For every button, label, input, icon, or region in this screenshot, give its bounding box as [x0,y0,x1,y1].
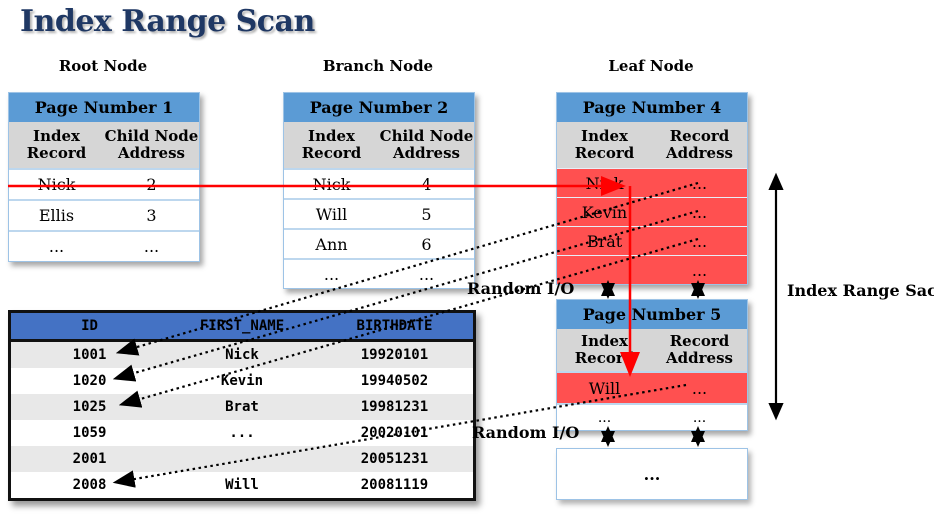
address-cell: ... [143,237,160,256]
index-row: Ann 6 [284,228,474,258]
address-column-header: Child Node Address [379,126,474,162]
address-column-header: Record Address [666,126,733,162]
index-record-cell: Kevin [581,202,628,222]
heap-table-row: 2001 20051231 [11,446,473,472]
address-column-header: Record Address [666,331,733,367]
address-cell: 2 [146,175,157,194]
address-cell: ... [691,260,708,280]
heap-table-row: 2008 Will 20081119 [11,472,473,498]
heap-table-header-row: ID FIRST_NAME BIRTHDATE [11,313,473,342]
heap-cell: Brat [225,399,259,415]
heap-cell: Nick [225,347,259,363]
heap-table-row: 1001 Nick 19920101 [11,342,473,368]
root-node-label: Root Node [58,57,148,75]
heap-column-header: BIRTHDATE [356,318,433,334]
page-table-column-header: Index Record Child Node Address [284,122,474,168]
address-cell: 4 [421,174,432,194]
heap-cell: 1025 [72,399,107,415]
index-row: Nick 4 [284,168,474,198]
address-cell: ... [691,378,708,398]
branch-node-label: Branch Node [322,57,434,75]
address-cell: ... [691,173,708,193]
index-record-cell: Nick [312,174,351,194]
index-record-cell: Ann [315,234,348,254]
address-cell: 5 [421,204,432,224]
index-row: Will... [557,371,747,403]
index-record-cell: Will [588,378,621,398]
index-row: Kevin... [557,197,747,226]
index-row: Ellis 3 [9,199,199,230]
page-title: Index Range Scan [20,4,315,39]
heap-cell: 19940502 [360,373,429,389]
index-row: ...... [557,403,747,430]
address-cell: ... [692,409,707,426]
random-io-label-bottom: Random I/O [472,423,580,442]
address-cell: ... [418,264,435,284]
address-cell: ... [691,231,708,251]
index-record-column-header: Index Record [301,126,362,162]
index-record-cell: Nick [37,175,76,194]
index-record-cell: ... [323,264,340,284]
address-cell: 6 [421,234,432,254]
heap-cell: 1059 [72,425,107,441]
heap-cell: 20081119 [360,477,429,493]
page-table-column-header: Index Record Record Address [557,122,747,168]
heap-cell: 20020101 [360,425,429,441]
page-table-title: Page Number 5 [557,300,747,329]
index-record-cell: Nick [585,173,624,193]
branch-node-table: Page Number 2 Index Record Child Node Addr… [283,92,475,289]
index-record-cell: Brat [586,231,623,251]
next-leaf-placeholder-box: ... [556,448,748,500]
heap-cell: 1020 [72,373,107,389]
address-cell: 3 [146,206,157,225]
heap-column-header: ID [81,318,98,334]
index-record-cell: Will [315,204,348,224]
index-row: ... [557,255,747,284]
heap-cell: Kevin [220,373,264,389]
index-row: Brat... [557,226,747,255]
index-row: Nick... [557,168,747,197]
index-row: Will 5 [284,198,474,228]
heap-cell: 19920101 [360,347,429,363]
address-cell: ... [691,202,708,222]
root-node-table: Page Number 1 Index Record Child Node Addr… [8,92,200,262]
index-record-column-header: Index Record [26,126,87,162]
random-io-label-top: Random I/O [467,279,575,298]
heap-table-body: 1001 Nick 19920101 1020 Kevin 19940502 1025 Bra… [11,342,473,498]
index-record-column-header: Index Record [574,331,635,367]
index-record-cell: ... [48,237,65,256]
heap-cell: Will [225,477,259,493]
heap-cell: 19981231 [360,399,429,415]
page-table-title: Page Number 2 [284,93,474,122]
page-table-title: Page Number 4 [557,93,747,122]
heap-cell: 2001 [72,451,107,467]
heap-table-row: 1025 Brat 19981231 [11,394,473,420]
heap-table-row: 1020 Kevin 19940502 [11,368,473,394]
leaf-node-label: Leaf Node [608,57,694,75]
page-table-column-header: Index Record Record Address [557,329,747,371]
heap-cell: ... [229,425,255,441]
page-table-title: Page Number 1 [9,93,199,122]
heap-table-row: 1059... 20020101 [11,420,473,446]
index-row: Nick 2 [9,168,199,199]
index-record-cell: Ellis [38,206,75,225]
heap-column-header: FIRST_NAME [199,318,285,334]
address-column-header: Child Node Address [104,126,199,162]
heap-cell: 1001 [72,347,107,363]
index-record-column-header: Index Record [574,126,635,162]
heap-cell: 20051231 [360,451,429,467]
index-row: ...... [9,230,199,261]
index-row: ...... [284,258,474,288]
page-table-column-header: Index Record Child Node Address [9,122,199,168]
heap-cell: 2008 [72,477,107,493]
index-range-scan-arrow-label: Index Range Sacan [787,281,934,300]
